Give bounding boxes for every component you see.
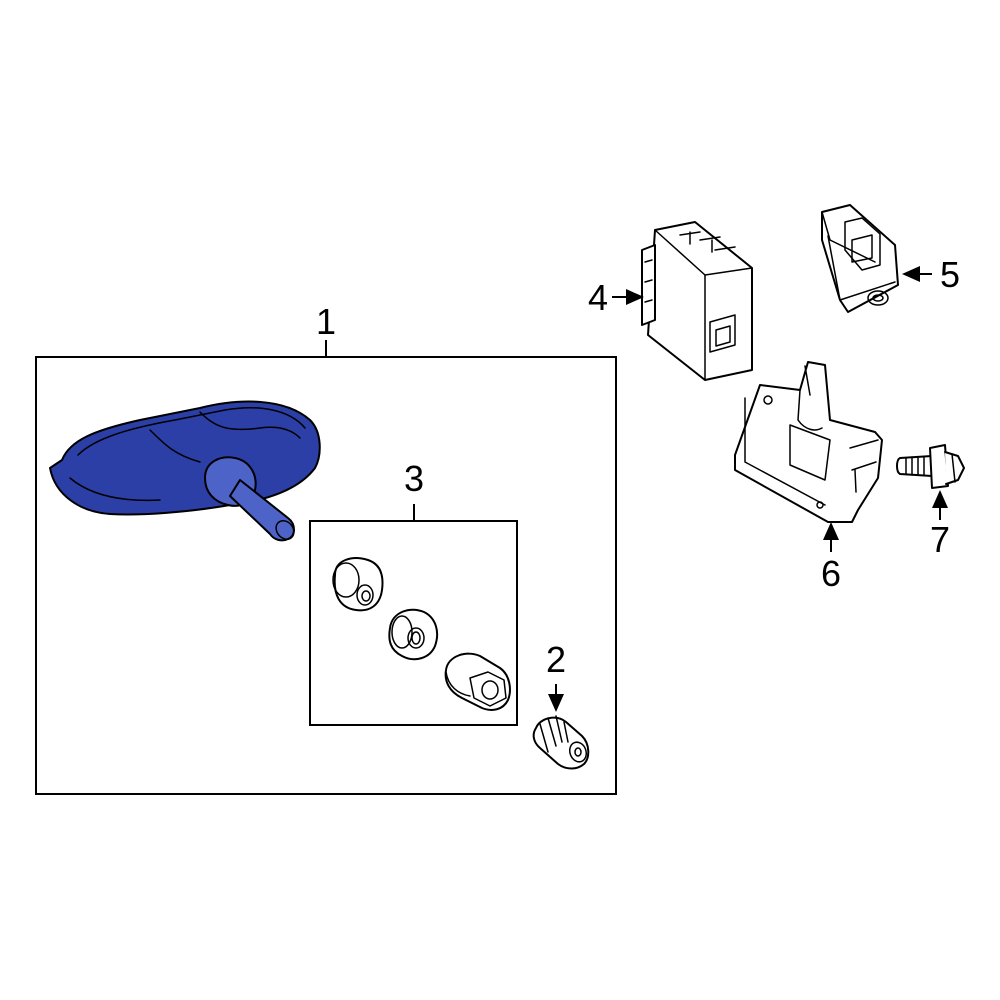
receiver-module[interactable] (641, 221, 753, 381)
tpms-sensor[interactable] (49, 400, 321, 543)
grommet[interactable] (332, 557, 384, 612)
valve-nut[interactable] (444, 652, 511, 711)
valve-stem (203, 456, 295, 542)
callout-4: 4 (588, 277, 608, 318)
callout-2-group: 2 (546, 639, 566, 712)
assembly-box-1: 1 (35, 301, 617, 795)
washer[interactable] (388, 608, 439, 661)
callout-4-group: 4 (588, 277, 644, 318)
callout-2: 2 (546, 639, 566, 680)
callout-7-group: 7 (930, 490, 950, 560)
callout-5-group: 5 (902, 254, 960, 295)
callout-6: 6 (821, 553, 841, 594)
callout-1: 1 (316, 301, 336, 342)
mounting-bracket[interactable] (734, 361, 883, 523)
callout-5: 5 (940, 254, 960, 295)
service-kit-box-3: 3 (309, 458, 518, 726)
bolt[interactable] (896, 444, 965, 489)
callout-3: 3 (404, 458, 424, 499)
callout-6-group: 6 (821, 522, 841, 594)
connector[interactable] (821, 204, 899, 313)
callout-7: 7 (930, 519, 950, 560)
valve-cap[interactable] (532, 715, 590, 770)
